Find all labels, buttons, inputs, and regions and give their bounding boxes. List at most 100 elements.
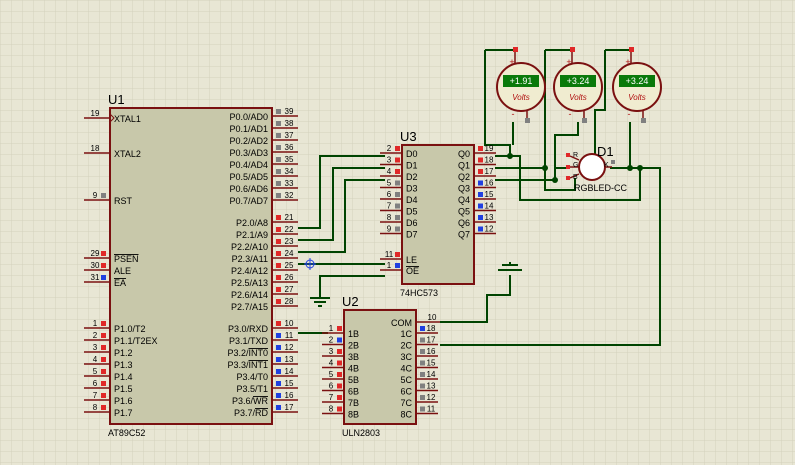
u3-pin-num: 7 bbox=[387, 202, 392, 211]
u3-pin-name: D0 bbox=[406, 149, 418, 159]
pin-state-marker bbox=[276, 381, 281, 386]
u1-pin-num: 10 bbox=[285, 319, 294, 328]
meter-unit: Volts bbox=[569, 93, 587, 102]
u1-pin-name: XTAL2 bbox=[114, 149, 141, 159]
u3-pin-num: 16 bbox=[485, 179, 494, 188]
pin-state-marker bbox=[420, 406, 425, 412]
pin-state-marker bbox=[276, 133, 281, 138]
u2-body bbox=[343, 309, 417, 425]
pin-state-marker bbox=[276, 157, 281, 162]
wire-p22-d2[interactable] bbox=[298, 179, 385, 253]
u2-pin-num: 15 bbox=[427, 359, 436, 368]
u2-pin-name: 6B bbox=[348, 387, 359, 397]
ground-symbol-oe bbox=[310, 297, 330, 307]
u3-ref: U3 bbox=[400, 129, 417, 144]
u3-pin-num: 15 bbox=[485, 190, 494, 199]
crosshair-icon[interactable] bbox=[304, 258, 316, 270]
u2-pin-name: 3C bbox=[400, 352, 412, 362]
rgb-led-d1[interactable]: R G B K D1 RGBLED-CC bbox=[566, 144, 628, 193]
u1-pin-name: P3.7/RD bbox=[234, 408, 269, 418]
u1-pin-name: P0.3/AD3 bbox=[229, 148, 268, 158]
pin-state-marker bbox=[420, 372, 425, 377]
wire-oe-gnd[interactable] bbox=[319, 275, 385, 298]
meter-lcd bbox=[619, 75, 655, 87]
pin-state-marker bbox=[276, 405, 281, 410]
u2-pin-name: 7B bbox=[348, 398, 359, 408]
u1-pin-num: 9 bbox=[93, 191, 98, 200]
u2-pin-num: 14 bbox=[427, 370, 436, 379]
u1-pin-num: 15 bbox=[285, 379, 294, 388]
pin-state-marker bbox=[395, 252, 400, 257]
u1-pin-name: P0.1/AD1 bbox=[229, 124, 268, 134]
pin-state-marker bbox=[276, 321, 281, 326]
u1-pin-name: P3.5/T1 bbox=[236, 384, 268, 394]
u1-pin-num: 39 bbox=[285, 107, 294, 116]
u3-pin-name: Q3 bbox=[458, 184, 470, 194]
u1-pin-num: 7 bbox=[93, 391, 98, 400]
u1-pin-num: 4 bbox=[93, 355, 98, 364]
u3-pin-name: OE bbox=[406, 266, 419, 276]
pin-state-marker bbox=[478, 180, 483, 186]
chip-u3[interactable]: U374HC5732D03D14D25D36D47D58D69D711LE1OE… bbox=[380, 129, 496, 298]
u1-pin-num: 17 bbox=[285, 403, 294, 412]
pin-state-marker bbox=[395, 157, 400, 163]
wire-meter3-plus[interactable] bbox=[594, 50, 606, 162]
pin-state-marker bbox=[101, 263, 106, 268]
wire-meter1-plus[interactable] bbox=[484, 50, 511, 156]
pin-state-marker bbox=[395, 169, 400, 174]
pin-state-marker bbox=[478, 169, 483, 174]
pin-state-marker bbox=[478, 215, 483, 220]
u3-pin-num: 5 bbox=[387, 179, 392, 188]
u2-com-num: 10 bbox=[428, 313, 437, 322]
u1-pin-name: XTAL1 bbox=[114, 114, 141, 124]
u1-pin-num: 32 bbox=[285, 191, 294, 200]
wire-p20-d0[interactable] bbox=[298, 155, 385, 229]
wires bbox=[298, 49, 661, 346]
u1-pin-name: P1.3 bbox=[114, 360, 133, 370]
u2-pin-name: 7C bbox=[400, 398, 412, 408]
pin-state-marker bbox=[276, 263, 281, 268]
pin-state-marker bbox=[478, 203, 483, 209]
u1-pin-num: 19 bbox=[91, 109, 100, 118]
chip-u2[interactable]: U2ULN280311B22B33B44B55B66B77B88B181C172… bbox=[322, 294, 440, 438]
u1-pin-name: P2.0/A8 bbox=[236, 218, 268, 228]
u3-pin-num: 11 bbox=[385, 250, 394, 259]
pin-state-marker bbox=[101, 251, 106, 256]
u1-pin-num: 11 bbox=[285, 331, 294, 340]
wire-com-supply[interactable] bbox=[440, 275, 511, 323]
led-pin-g: G bbox=[573, 162, 578, 169]
u1-pin-num: 37 bbox=[285, 131, 294, 140]
u1-pin-num: 1 bbox=[93, 319, 98, 328]
pin-state-marker bbox=[276, 345, 281, 350]
u3-pin-name: LE bbox=[406, 255, 417, 265]
u1-pin-num: 25 bbox=[285, 261, 294, 270]
meter-reading: +3.24 bbox=[567, 76, 590, 86]
u1-pin-name: P0.0/AD0 bbox=[229, 112, 268, 122]
u1-pin-num: 3 bbox=[93, 343, 98, 352]
chip-u1[interactable]: U1AT89C5219XTAL118XTAL29RST29PSEN30ALE31… bbox=[84, 92, 298, 438]
pin-state-marker bbox=[395, 180, 400, 186]
meter-lcd bbox=[503, 75, 539, 87]
u1-pin-name: P1.5 bbox=[114, 384, 133, 394]
u3-pin-name: D2 bbox=[406, 172, 418, 182]
meter-reading: +1.91 bbox=[510, 76, 533, 86]
u1-pin-name: P1.7 bbox=[114, 408, 133, 418]
meter-lcd bbox=[560, 75, 596, 87]
u1-pin-name: P2.7/A15 bbox=[231, 302, 268, 312]
u3-pin-num: 4 bbox=[387, 167, 392, 176]
meter-minus-sign: - bbox=[569, 109, 572, 119]
pin-state-marker bbox=[101, 357, 106, 362]
led-pin-r: R bbox=[573, 152, 578, 159]
u3-pin-name: Q6 bbox=[458, 218, 470, 228]
wire-q1[interactable] bbox=[495, 167, 576, 191]
u1-pin-num: 33 bbox=[285, 179, 294, 188]
u3-pin-num: 18 bbox=[485, 156, 494, 165]
u1-pin-num: 8 bbox=[93, 403, 98, 412]
wire-p21-d1[interactable] bbox=[298, 167, 385, 241]
u3-pin-name: D4 bbox=[406, 195, 418, 205]
wire-led-k-2c[interactable] bbox=[440, 167, 661, 346]
